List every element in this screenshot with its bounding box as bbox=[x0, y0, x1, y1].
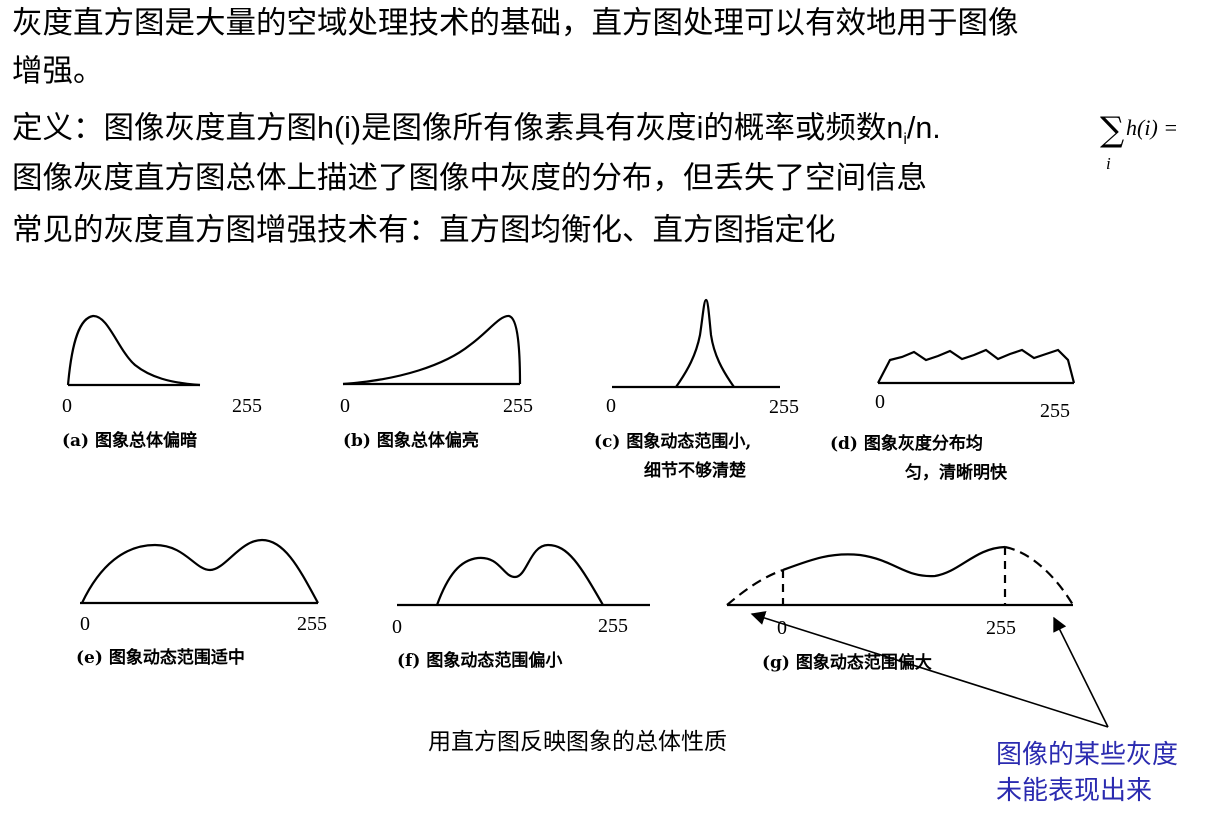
curve-f bbox=[435, 543, 604, 606]
callout-line-1: 图像的某些灰度 bbox=[996, 740, 1179, 770]
tick-e-max: 255 bbox=[297, 613, 327, 635]
tick-a-min: 0 bbox=[62, 395, 72, 417]
histogram-f bbox=[397, 543, 650, 607]
label-c-line2: 细节不够清楚 bbox=[644, 460, 747, 481]
label-d-line2: 匀，清晰明快 bbox=[905, 462, 1008, 483]
tick-f-min: 0 bbox=[392, 616, 402, 638]
definition-mid: 是图像所有像素具有灰度 bbox=[361, 111, 697, 146]
label-d-line1: (d) 图象灰度分布均 bbox=[830, 433, 983, 454]
arrow-to-left-end bbox=[750, 611, 1109, 728]
curve-g-solid bbox=[782, 545, 1006, 578]
definition-n: n bbox=[886, 111, 904, 145]
sum-expression: h(i) = bbox=[1126, 115, 1179, 140]
tick-e-min: 0 bbox=[80, 613, 90, 635]
tick-c-max: 255 bbox=[769, 396, 799, 418]
definition-prefix: 定义：图像灰度直方图 bbox=[12, 111, 317, 146]
histogram-b bbox=[342, 314, 522, 386]
curve-c bbox=[675, 298, 735, 388]
sum-sign: ∑ bbox=[1100, 110, 1125, 150]
intro-line-1: 灰度直方图是大量的空域处理技术的基础，直方图处理可以有效地用于图像 bbox=[12, 6, 1019, 41]
sum-formula: ∑ h(i) = i bbox=[1100, 110, 1232, 190]
missing-gray-callout: 图像的某些灰度 未能表现出来 bbox=[996, 737, 1178, 809]
tick-b-min: 0 bbox=[340, 395, 350, 417]
curve-a bbox=[66, 314, 201, 387]
curve-d bbox=[877, 348, 1076, 384]
definition-var: i bbox=[696, 111, 704, 145]
tick-d-min: 0 bbox=[875, 391, 885, 413]
tick-a-max: 255 bbox=[232, 395, 262, 417]
histogram-d bbox=[877, 348, 1076, 385]
callout-line-2: 未能表现出来 bbox=[996, 776, 1153, 806]
label-a: (a) 图象总体偏暗 bbox=[62, 430, 197, 451]
definition-subscript: i bbox=[903, 131, 907, 148]
definition-tail: /n. bbox=[906, 111, 941, 145]
histogram-g bbox=[726, 545, 1074, 607]
tick-g-min: 0 bbox=[777, 617, 787, 639]
definition-line: 定义：图像灰度直方图h(i)是图像所有像素具有灰度i的概率或频数ni/n. bbox=[12, 108, 941, 160]
tick-b-max: 255 bbox=[503, 395, 533, 417]
tick-d-max: 255 bbox=[1040, 400, 1070, 422]
curve-b bbox=[342, 314, 522, 386]
label-f: (f) 图象动态范围偏小 bbox=[397, 650, 562, 671]
intro-line-4: 图像灰度直方图总体上描述了图像中灰度的分布，但丢失了空间信息 bbox=[12, 161, 927, 196]
curve-e bbox=[81, 538, 319, 604]
curve-g-right-dashed bbox=[1004, 545, 1074, 606]
tick-g-max: 255 bbox=[986, 617, 1016, 639]
definition-func: h(i) bbox=[317, 111, 362, 145]
figure-caption: 用直方图反映图象的总体性质 bbox=[428, 729, 727, 755]
label-e: (e) 图象动态范围适中 bbox=[76, 647, 245, 668]
definition-suffix: 的概率或频数 bbox=[703, 111, 887, 146]
tick-f-max: 255 bbox=[598, 615, 628, 637]
arrow-to-right-end bbox=[1053, 616, 1109, 728]
sum-index: i bbox=[1106, 154, 1111, 173]
label-b: (b) 图象总体偏亮 bbox=[343, 430, 479, 451]
intro-line-2: 增强。 bbox=[12, 54, 104, 89]
curve-g-left-dashed bbox=[726, 568, 784, 606]
histogram-e bbox=[80, 538, 319, 605]
histogram-c bbox=[612, 298, 780, 389]
histogram-a bbox=[66, 314, 201, 387]
label-c-line1: (c) 图象动态范围小, bbox=[594, 431, 751, 452]
intro-line-5: 常见的灰度直方图增强技术有：直方图均衡化、直方图指定化 bbox=[12, 213, 836, 248]
tick-c-min: 0 bbox=[606, 395, 616, 417]
